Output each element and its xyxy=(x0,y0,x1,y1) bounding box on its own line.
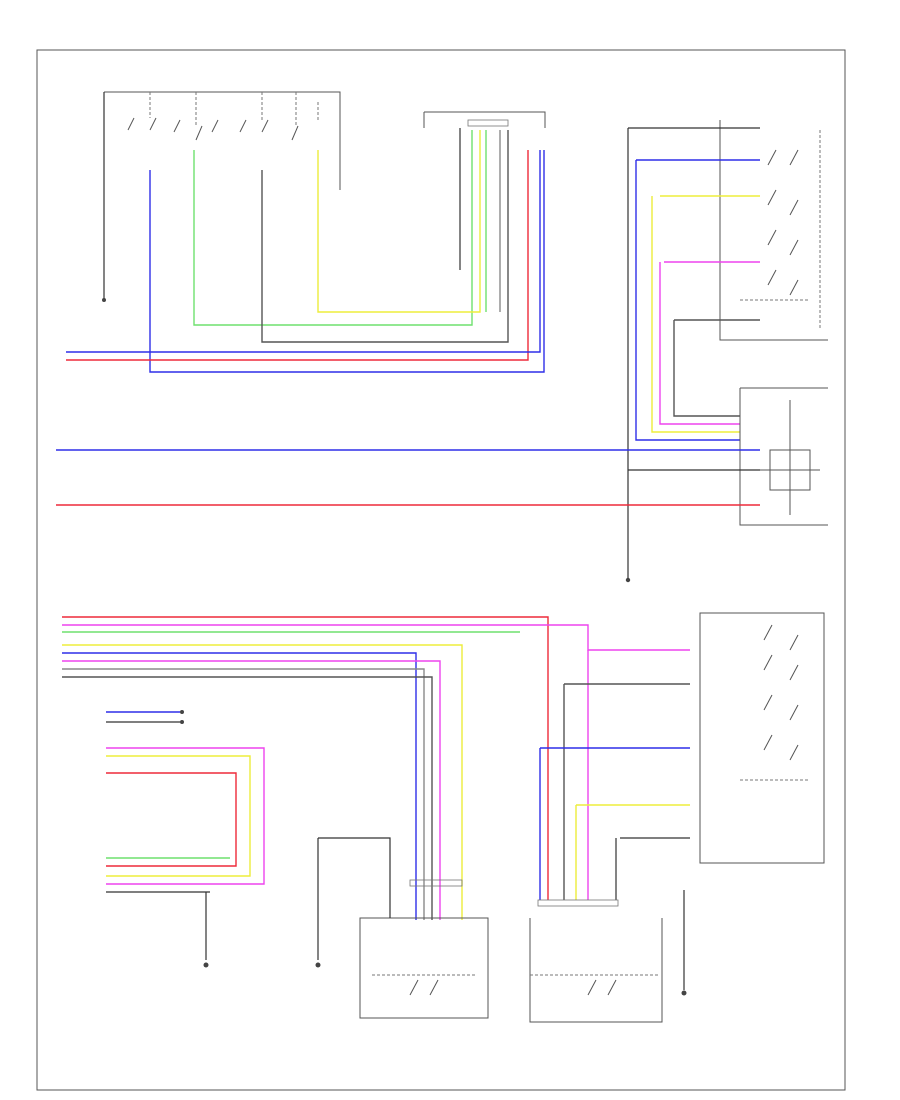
rear-power-window-switch-block xyxy=(625,120,828,583)
bus-blue-1 xyxy=(62,652,417,920)
wire-gray-left xyxy=(563,683,690,900)
rear-switch-enclosure xyxy=(719,120,828,341)
wire-red-receiver xyxy=(106,772,237,867)
left-switch-ground-lead xyxy=(615,837,690,900)
rear-switch-contacts xyxy=(740,149,810,301)
wire-blue-loop xyxy=(149,150,545,373)
diagram-frame xyxy=(36,49,846,1091)
receiver-ground-point xyxy=(203,962,209,968)
wire-blue-top xyxy=(66,150,541,353)
bus-red-1 xyxy=(62,616,549,900)
wire-yellow-rear xyxy=(651,196,740,433)
harness-bus xyxy=(62,616,690,920)
rear-motor-enclosure xyxy=(739,387,828,526)
left-front-motor-block xyxy=(315,837,489,1019)
left-power-window-switch-block xyxy=(539,612,825,996)
bus-magenta-2 xyxy=(62,660,441,920)
left-front-motor-lead xyxy=(318,837,391,918)
wire-magenta-rear xyxy=(659,262,740,425)
bus-yellow-1 xyxy=(62,644,463,920)
wire-blue-rear xyxy=(635,160,740,441)
wire-blue-left xyxy=(539,747,690,900)
left-ground-point xyxy=(681,990,687,996)
wire-yellow xyxy=(317,130,481,313)
bus-magenta-1 xyxy=(62,624,690,651)
switch-enclosure xyxy=(104,91,341,190)
left-rear-motor-block xyxy=(529,918,663,1023)
wire-yellow-receiver xyxy=(106,755,251,877)
wire-magenta-receiver xyxy=(106,747,265,885)
rear-ground-point xyxy=(625,577,631,583)
wire-green xyxy=(193,130,473,326)
rear-power-window-motor-block xyxy=(56,387,828,526)
connector-marks xyxy=(409,119,619,907)
bus-gray-2 xyxy=(62,676,433,920)
wire-gray-rear xyxy=(673,320,740,417)
left-rear-motor-enclosure xyxy=(529,918,663,1023)
ground-point xyxy=(102,298,106,302)
left-switch-contacts xyxy=(740,624,810,781)
left-front-motor-enclosure xyxy=(359,917,489,1019)
switch-contacts xyxy=(127,92,319,141)
sensor-enclosure xyxy=(424,111,546,128)
left-switch-enclosure xyxy=(699,612,825,864)
door-control-receiver-block xyxy=(106,710,265,968)
wire-red-top xyxy=(66,150,529,361)
wire-gray xyxy=(261,130,509,343)
front-door-sensor-block xyxy=(66,111,546,361)
wire-yellow-left xyxy=(575,804,690,900)
front-door-switch-block xyxy=(102,91,545,373)
bus-gray-1 xyxy=(62,668,425,920)
